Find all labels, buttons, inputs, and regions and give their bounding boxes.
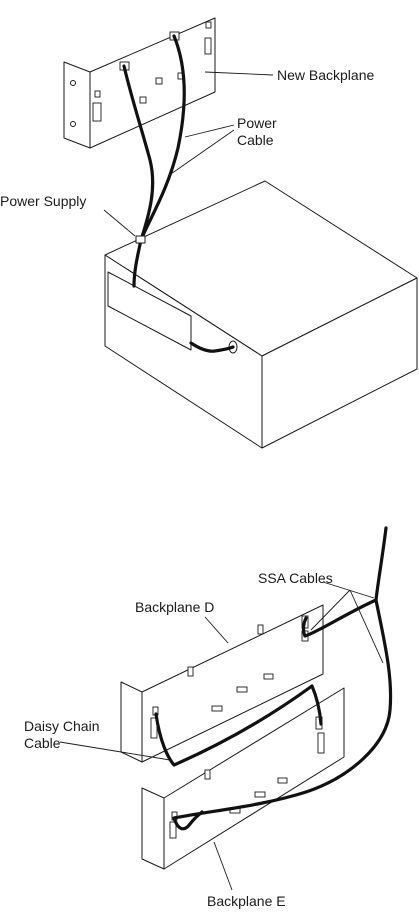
backplane-d-slot: [258, 625, 263, 634]
backplane-connector: [140, 97, 146, 103]
mounting-hole: [71, 81, 76, 86]
label-daisy-chain-line2: Cable: [24, 735, 61, 751]
new-backplane-plate: [90, 18, 215, 148]
backplane-d-slot: [188, 667, 193, 676]
label-backplane-d: Backplane D: [135, 599, 214, 615]
label-ssa-cables: SSA Cables: [258, 570, 333, 586]
label-backplane-e: Backplane E: [207, 893, 286, 909]
backplane-d-slot: [264, 674, 273, 679]
backplane-connector: [206, 22, 211, 28]
new-backplane-flange: [64, 62, 90, 148]
top-figure: New Backplane Power Cable Power Supply: [0, 18, 417, 448]
leader-line: [104, 210, 135, 236]
backplane-d-flange: [121, 682, 142, 762]
backplane-d-slot: [212, 706, 222, 711]
bottom-figure: SSA Cables Backplane D Daisy Chain Cable…: [24, 528, 391, 909]
backplane-connector: [205, 38, 211, 54]
backplane-e-slot: [255, 792, 265, 797]
backplane-connector: [95, 91, 100, 97]
backplane-connector: [156, 78, 162, 84]
label-power-supply: Power Supply: [0, 193, 86, 209]
label-power-cable-line1: Power: [237, 115, 277, 131]
power-supply-box: [105, 181, 417, 448]
backplane-d-slot: [237, 687, 247, 692]
label-new-backplane: New Backplane: [277, 67, 374, 83]
backplane-connector: [93, 103, 101, 121]
leader-line: [214, 842, 232, 890]
backplane-e-flange: [142, 788, 164, 869]
backplane-e-slot: [278, 778, 287, 783]
mounting-hole: [71, 122, 76, 127]
backplane-e-slot: [205, 770, 210, 779]
backplane-e-connector: [318, 733, 324, 753]
label-power-cable-line2: Cable: [237, 132, 274, 148]
leader-line: [350, 590, 383, 663]
cable-connector: [136, 236, 145, 243]
leader-line: [323, 582, 374, 598]
leader-line: [205, 617, 228, 643]
label-daisy-chain-line1: Daisy Chain: [24, 718, 99, 734]
